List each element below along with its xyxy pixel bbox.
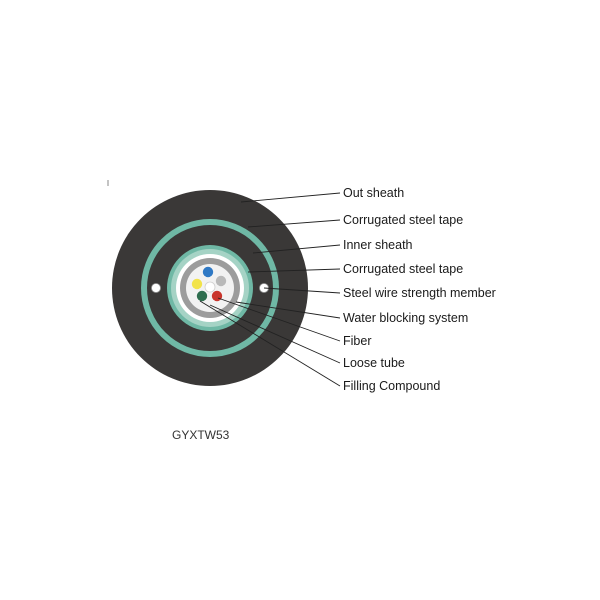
fiber-green — [196, 290, 208, 302]
leader-steel-wire — [263, 287, 341, 294]
label-inner-sheath: Inner sheath — [343, 238, 413, 252]
outer-corrugated-steel-tape — [141, 219, 279, 357]
labels: Out sheath Corrugated steel tape Inner s… — [343, 186, 496, 393]
label-loose-tube: Loose tube — [343, 356, 405, 370]
label-corrugated-steel-tape-inner: Corrugated steel tape — [343, 262, 463, 276]
leader-fiber — [217, 297, 341, 342]
leader-corrugated-tape-outer — [247, 219, 341, 228]
cable-cross-section — [112, 190, 308, 386]
fiber-red — [211, 290, 223, 302]
leader-corrugated-tape-inner — [247, 268, 341, 273]
leader-filling-compound — [199, 300, 341, 387]
leader-inner-sheath — [252, 244, 341, 254]
fiber-gray — [215, 275, 227, 287]
model-name: GYXTW53 — [172, 428, 230, 442]
leader-lines — [199, 192, 341, 387]
fiber-yellow — [191, 278, 203, 290]
leader-out-sheath — [240, 192, 341, 203]
label-fiber: Fiber — [343, 334, 371, 348]
label-out-sheath: Out sheath — [343, 186, 404, 200]
steel-wire-left — [151, 283, 161, 293]
label-water-blocking-system: Water blocking system — [343, 311, 468, 325]
leader-water-blocking — [235, 301, 341, 319]
label-corrugated-steel-tape-outer: Corrugated steel tape — [343, 213, 463, 227]
fiber-white — [204, 281, 216, 293]
label-filling-compound: Filling Compound — [343, 379, 440, 393]
label-steel-wire-strength-member: Steel wire strength member — [343, 286, 496, 300]
fiber-blue — [202, 266, 214, 278]
leader-loose-tube — [209, 304, 341, 364]
